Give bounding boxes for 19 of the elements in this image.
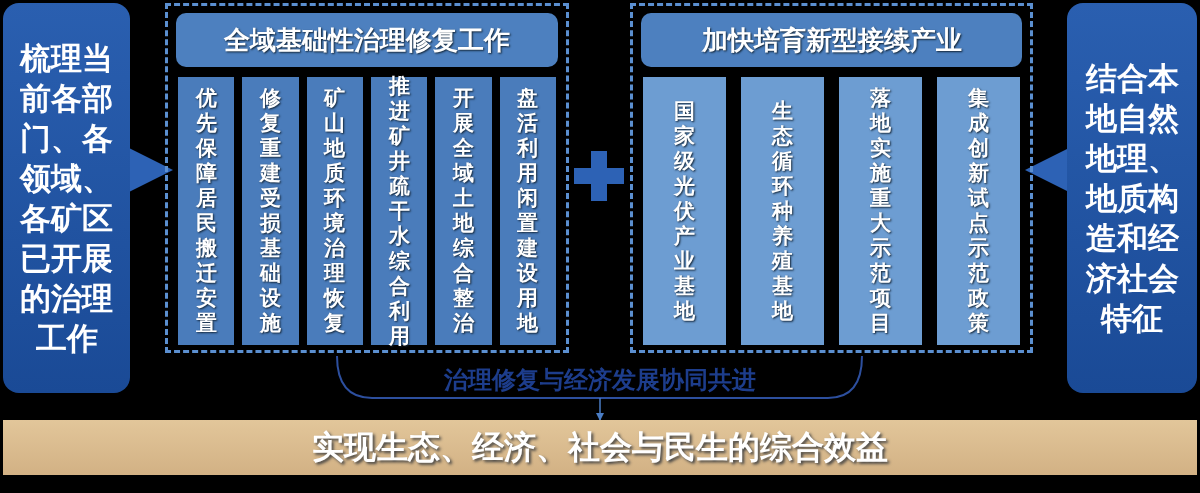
task-box: 矿山地质环境治理恢复 — [306, 77, 363, 345]
group-header: 全域基础性治理修复工作 — [176, 13, 558, 67]
dashed-group — [630, 3, 1033, 353]
result-bar: 实现生态、经济、社会与民生的综合效益 — [3, 420, 1197, 475]
task-box: 国家级光伏产业基地 — [643, 77, 726, 345]
source-box: 梳理当前各部门、各领域、各矿区已开展的治理工作 — [3, 3, 130, 393]
task-box: 盘活利用闲置建设用地 — [499, 77, 556, 345]
arrow — [596, 397, 604, 421]
dashed-group — [165, 3, 569, 353]
task-box: 落地实施重大示范项目 — [839, 77, 922, 345]
task-box: 修复重建受损基础设施 — [242, 77, 299, 345]
bracket-label: 治理修复与经济发展协同共进 — [380, 362, 820, 398]
source-box: 结合本地自然地理、地质构造和经济社会特征 — [1067, 3, 1197, 393]
task-box: 开展全域土地综合整治 — [435, 77, 492, 345]
task-box: 生态循环种养殖基地 — [741, 77, 824, 345]
task-box: 优先保障居民搬迁安置 — [178, 77, 235, 345]
group-header: 加快培育新型接续产业 — [641, 13, 1022, 67]
task-box: 推进矿井疏干水综合利用 — [371, 77, 428, 345]
task-box: 集成创新试点示范政策 — [937, 77, 1020, 345]
